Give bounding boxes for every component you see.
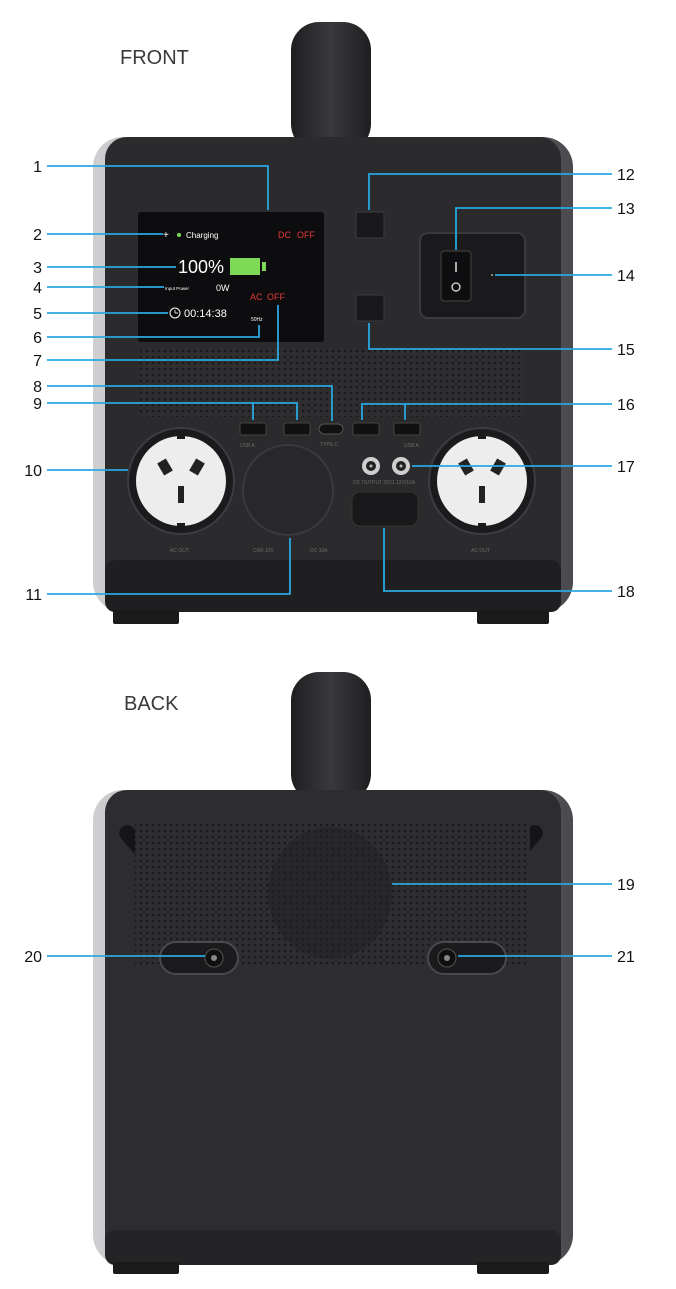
- carry-handle-back: [291, 672, 371, 802]
- dc-5521-port-1[interactable]: [362, 457, 380, 475]
- frequency: 50Hz: [251, 317, 263, 323]
- ac-outlet-right[interactable]: [428, 427, 536, 535]
- front-title: FRONT: [120, 47, 189, 69]
- ac-label: AC: [250, 292, 263, 302]
- callout-lines: [47, 165, 612, 957]
- foot-left: [113, 610, 179, 624]
- dc-label: DC: [278, 230, 291, 240]
- front-vent: [140, 349, 523, 417]
- ac-state: OFF: [267, 292, 285, 302]
- timer: 00:14:38: [184, 308, 227, 320]
- callout-2: 2: [33, 227, 42, 244]
- power-indicator-icon: [491, 274, 493, 276]
- callout-20: 20: [24, 949, 42, 966]
- foot-back-left: [113, 1262, 179, 1274]
- dc-output-label: DC OUTPUT 5521 12V/10A: [353, 480, 416, 486]
- callout-18: 18: [617, 584, 635, 601]
- input-power-value: 0W: [216, 283, 230, 293]
- callout-numbers: 1 2 3 4 5 6 7 8 9 10 11 20: [24, 159, 42, 966]
- usb-a-port-4[interactable]: [393, 422, 421, 436]
- battery-percent: 100%: [178, 257, 224, 277]
- usb-a-port-1[interactable]: [239, 422, 267, 436]
- back-title: BACK: [124, 693, 179, 715]
- callout-1: 1: [33, 159, 42, 176]
- power-switch[interactable]: [440, 250, 472, 302]
- usb-a-right-label: USB A: [404, 443, 419, 449]
- lcd-screen: + Charging DC OFF 100% Input Power 0W 00…: [138, 212, 324, 342]
- usb-a-left-label: USB A: [240, 443, 255, 449]
- usb-a-port-2[interactable]: [283, 422, 311, 436]
- ac-outlet-left[interactable]: [127, 427, 235, 535]
- callout-8: 8: [33, 379, 42, 396]
- callout-10: 10: [24, 463, 42, 480]
- input-power-label: Input Power: [165, 286, 190, 291]
- charging-status: Charging: [186, 231, 218, 240]
- port-cover[interactable]: [351, 491, 419, 527]
- dc-button[interactable]: [355, 211, 385, 239]
- callout-11: 11: [25, 587, 42, 604]
- dc-state: OFF: [297, 230, 315, 240]
- foot-right: [477, 610, 549, 624]
- dc-10a-label: DC 10A: [310, 548, 328, 554]
- callout-13: 13: [617, 201, 635, 218]
- fan-grille: [268, 827, 392, 959]
- callout-4: 4: [33, 280, 42, 297]
- type-c-port[interactable]: [318, 423, 344, 435]
- charging-icon: [177, 233, 181, 237]
- callout-7: 7: [33, 353, 42, 370]
- back-input-right[interactable]: [427, 941, 507, 975]
- callout-17: 17: [617, 459, 635, 476]
- callout-15: 15: [617, 342, 635, 359]
- clock-icon: [169, 307, 181, 319]
- callout-21: 21: [617, 949, 635, 966]
- battery-icon: [230, 258, 260, 275]
- usb-a-port-3[interactable]: [352, 422, 380, 436]
- ac-button[interactable]: [355, 294, 385, 322]
- callout-5: 5: [33, 306, 42, 323]
- off-symbol-icon: [451, 282, 461, 292]
- car-outlet-label: CAR 12V: [253, 548, 275, 554]
- callout-16: 16: [617, 397, 635, 414]
- callout-14: 14: [617, 268, 635, 285]
- carry-handle: [291, 22, 371, 152]
- callout-12: 12: [617, 167, 635, 184]
- type-c-label: TYPE C: [320, 442, 338, 448]
- car-outlet[interactable]: [242, 444, 334, 536]
- callout-9: 9: [33, 396, 42, 413]
- callout-6: 6: [33, 330, 42, 347]
- callout-3: 3: [33, 260, 42, 277]
- callout-numbers-right: 12 13 14 15 16 17 18 19 21: [617, 167, 635, 966]
- dc-5521-port-2[interactable]: [392, 457, 410, 475]
- ac-left-label: AC OUT: [170, 548, 189, 554]
- foot-back-right: [477, 1262, 549, 1274]
- ac-right-label: AC OUT: [471, 548, 490, 554]
- back-input-left[interactable]: [159, 941, 239, 975]
- plus-icon: +: [163, 230, 169, 241]
- callout-19: 19: [617, 877, 635, 894]
